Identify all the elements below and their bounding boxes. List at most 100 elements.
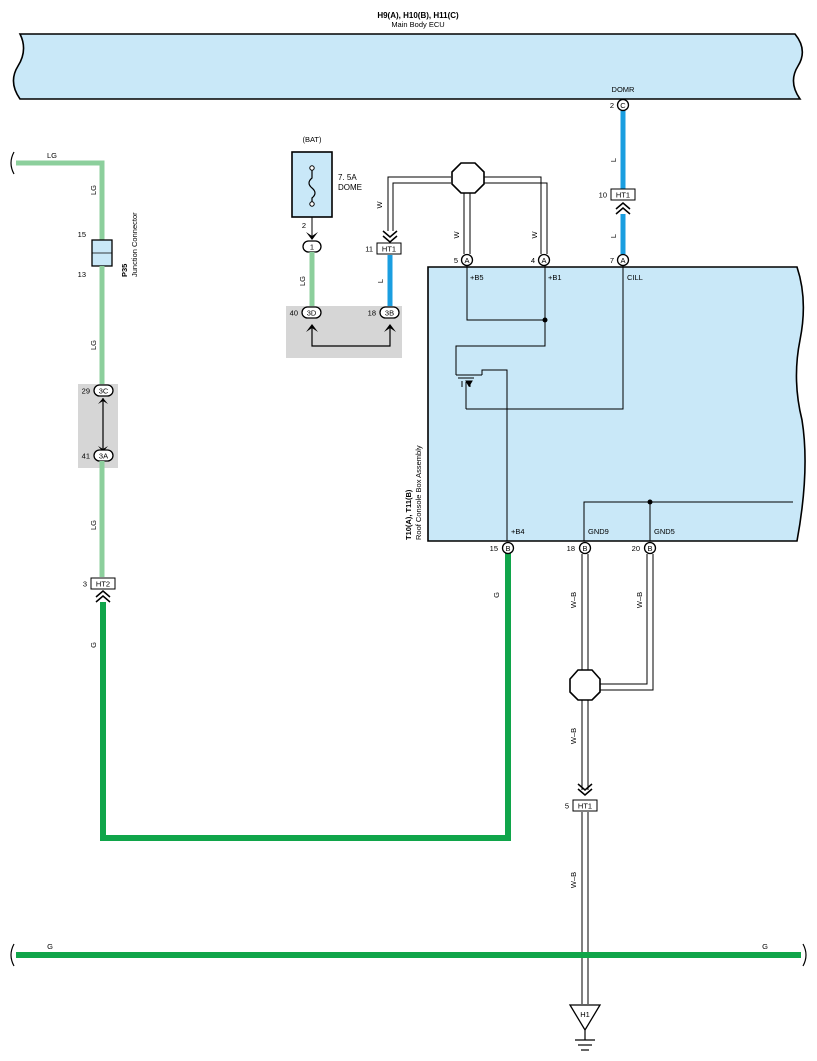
w-wire-group	[387, 176, 548, 254]
conn-ht1-10	[610, 188, 636, 201]
wire-label-lg-vert2: LG	[89, 340, 98, 350]
ground-icon	[575, 1030, 595, 1051]
ground-point-h1	[568, 1004, 602, 1032]
wire-g-bus-break-right	[802, 943, 807, 967]
rc-pin-b4: 15	[490, 544, 498, 553]
wire-label-wb-2: W–B	[635, 592, 644, 608]
fuse-terminal-top	[309, 165, 315, 171]
ht2-chevron	[95, 590, 111, 603]
rc-junction-dot-2	[647, 499, 653, 505]
conn-ht1-5-label: HT1	[578, 802, 592, 811]
fuse-dome	[291, 151, 333, 218]
rc-pin-b5: 5	[454, 256, 458, 265]
rc-conn-a-cill-label: A	[620, 256, 625, 265]
rc-conn-a-b5	[460, 253, 474, 267]
domr-conn-c	[616, 98, 630, 112]
fuse-element	[308, 170, 316, 203]
fuse-terminal-bottom	[309, 201, 315, 207]
wb-wire-group	[581, 554, 654, 1004]
wire-label-lg-vert1: LG	[89, 185, 98, 195]
fuse-arrow	[306, 232, 318, 240]
wire-label-g-right: G	[492, 592, 501, 598]
rc-term-b4: +B4	[511, 527, 525, 536]
p35-name: Junction Connector	[130, 212, 139, 277]
domr-terminal-label: DOMR	[612, 85, 635, 94]
wire-label-wb-4: W–B	[569, 872, 578, 888]
rc-conn-b-gnd9-label: B	[582, 544, 587, 553]
jb-mid-arrow-right	[384, 324, 396, 332]
rc-conn-a-b5-label: A	[464, 256, 469, 265]
wire-lg-top	[16, 160, 105, 240]
rc-transistor	[458, 377, 474, 387]
p35-pin-bottom: 13	[78, 270, 86, 279]
conn-3c	[93, 384, 114, 397]
ht1-10-chevron	[615, 202, 631, 215]
wire-label-l-top: L	[609, 158, 618, 162]
roof-console-box	[427, 266, 806, 542]
conn-3b-pin: 18	[368, 309, 376, 318]
splice-octagon-bottom	[569, 669, 601, 701]
conn-3d	[301, 306, 322, 319]
p35-id: P35	[120, 264, 129, 277]
rc-conn-b-gnd9	[578, 541, 592, 555]
rc-pin-gnd9: 18	[567, 544, 575, 553]
conn-ht1-11-pin: 11	[365, 245, 373, 254]
conn-ht2-pin: 3	[83, 580, 87, 589]
fuse-source: (BAT)	[302, 135, 322, 144]
wire-label-lg-top: LG	[47, 151, 57, 160]
conn-ht1-10-label: HT1	[616, 191, 630, 200]
rc-junction-dot-1	[542, 317, 548, 323]
rc-term-b5: +B5	[470, 273, 484, 282]
wire-label-w-1: W	[375, 201, 384, 209]
fuse-conn-1-label: 1	[310, 243, 314, 252]
jb-left-arrow-up	[98, 398, 108, 404]
rc-pin-gnd5: 20	[632, 544, 640, 553]
ground-label: H1	[580, 1010, 590, 1019]
wire-label-l-cill: L	[609, 234, 618, 238]
roof-console-connectors: T10(A), T11(B)	[404, 489, 413, 540]
fuse-pin: 2	[302, 221, 306, 230]
conn-ht1-11-label: HT1	[382, 245, 396, 254]
conn-3d-label: 3D	[307, 309, 317, 318]
rc-term-gnd9: GND9	[588, 527, 609, 536]
conn-3c-label: 3C	[99, 387, 109, 396]
conn-ht1-5	[572, 799, 598, 812]
rc-conn-b-b4	[501, 541, 515, 555]
rc-term-gnd5: GND5	[654, 527, 675, 536]
fuse-name: DOME	[338, 183, 362, 192]
wire-label-g-left: G	[89, 642, 98, 648]
main-ecu-name: Main Body ECU	[391, 20, 444, 29]
wire-label-l-mid: L	[376, 279, 385, 283]
rc-conn-a-b1-label: A	[541, 256, 546, 265]
rc-pin-cill: 7	[610, 256, 614, 265]
conn-ht2-label: HT2	[96, 580, 110, 589]
wire-g-loop	[100, 553, 511, 841]
wire-label-g-bus-left: G	[47, 942, 53, 951]
wire-lg-break-left	[10, 151, 15, 175]
jb-left-arrow-down	[98, 446, 108, 452]
rc-conn-b-b4-label: B	[505, 544, 510, 553]
conn-3b	[379, 306, 400, 319]
rc-conn-a-b1	[537, 253, 551, 267]
p35-pin-top: 15	[78, 230, 86, 239]
conn-ht1-11	[376, 242, 402, 255]
main-ecu-connectors: H9(A), H10(B), H11(C)	[377, 11, 459, 20]
wire-label-lg-fuse: LG	[298, 276, 307, 286]
wire-label-wb-3: W–B	[569, 728, 578, 744]
jb-mid-arrow-left	[306, 324, 318, 332]
conn-3a-label: 3A	[99, 452, 108, 461]
rc-term-cill: CILL	[627, 273, 643, 282]
wire-label-w-2: W	[452, 231, 461, 239]
wire-label-lg-vert3: LG	[89, 520, 98, 530]
fuse-rating: 7. 5A	[338, 173, 357, 182]
rc-internal-circuit	[455, 266, 793, 541]
splice-octagon-top	[451, 162, 485, 194]
main-body-ecu-box	[12, 33, 804, 100]
wire-label-g-bus-right: G	[762, 942, 768, 951]
wire-label-wb-1: W–B	[569, 592, 578, 608]
jb-mid-link	[311, 326, 391, 347]
rc-conn-b-gnd5	[643, 541, 657, 555]
conn-ht1-10-pin: 10	[599, 191, 607, 200]
ht1-5-chevron	[577, 783, 593, 796]
